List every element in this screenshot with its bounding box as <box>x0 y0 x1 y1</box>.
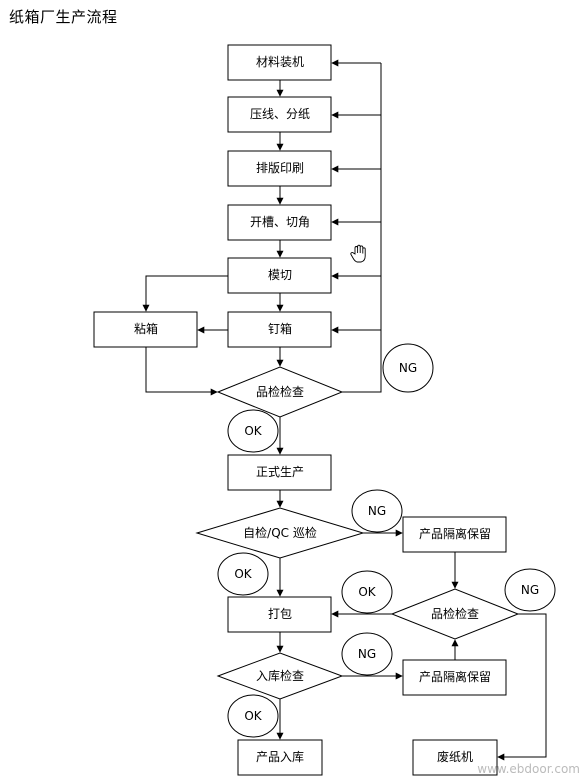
step-formal-production-box <box>227 454 332 491</box>
label-slot-corner: 开槽、切角 <box>250 215 310 229</box>
label-ok-3: OK <box>358 585 376 599</box>
label-die-cut: 模切 <box>268 268 292 282</box>
step-waste-machine-box <box>412 739 498 776</box>
label-ng-4: NG <box>358 647 376 661</box>
step-die-cut-box <box>227 257 332 294</box>
label-quality-check-1: 品检检查 <box>256 384 304 399</box>
ng-marker-3 <box>504 568 556 612</box>
ng-marker-1 <box>382 343 434 393</box>
label-ok-2: OK <box>234 567 252 581</box>
step-isolate-hold-2-box <box>402 659 507 696</box>
step-material-loading-box <box>227 44 332 81</box>
label-glue-box: 粘箱 <box>134 321 158 336</box>
watermark: www.ebdoor.com <box>477 762 580 776</box>
label-material-loading: 材料装机 <box>256 55 304 69</box>
label-formal-production: 正式生产 <box>256 465 304 479</box>
label-press-split: 压线、分纸 <box>250 107 310 121</box>
ok-marker-4 <box>227 694 279 738</box>
ng-marker-4 <box>341 632 393 676</box>
label-quality-check-2: 品检检查 <box>431 606 479 621</box>
label-self-check-qc: 自检/QC 巡检 <box>243 525 317 540</box>
label-warehouse-check: 入库检查 <box>256 668 304 683</box>
label-pack: 打包 <box>268 607 292 621</box>
step-slot-corner-box <box>227 204 332 241</box>
label-ng-1: NG <box>399 361 417 375</box>
label-isolate-hold-2: 产品隔离保留 <box>419 669 491 684</box>
page-title: 纸箱厂生产流程 <box>9 8 118 26</box>
label-ng-3: NG <box>521 583 539 597</box>
label-warehouse-in: 产品入库 <box>256 749 304 764</box>
label-nail-box: 钉箱 <box>268 321 292 336</box>
label-ok-4: OK <box>244 709 262 723</box>
label-layout-print: 排版印刷 <box>256 161 304 175</box>
step-isolate-hold-1-box <box>402 516 507 553</box>
ok-marker-1 <box>227 409 279 453</box>
label-isolate-hold-1: 产品隔离保留 <box>419 526 491 541</box>
step-glue-box-box <box>93 311 198 348</box>
ok-marker-2 <box>217 552 269 596</box>
label-ng-2: NG <box>368 504 386 518</box>
label-waste-machine: 废纸机 <box>437 749 473 764</box>
ok-marker-3 <box>341 570 393 614</box>
step-layout-print-box <box>227 150 332 187</box>
label-ok-1: OK <box>244 424 262 438</box>
hand-cursor-icon <box>350 244 366 263</box>
ng-marker-2 <box>351 489 403 533</box>
step-nail-box-box <box>227 311 332 348</box>
step-warehouse-in-box <box>237 739 323 776</box>
